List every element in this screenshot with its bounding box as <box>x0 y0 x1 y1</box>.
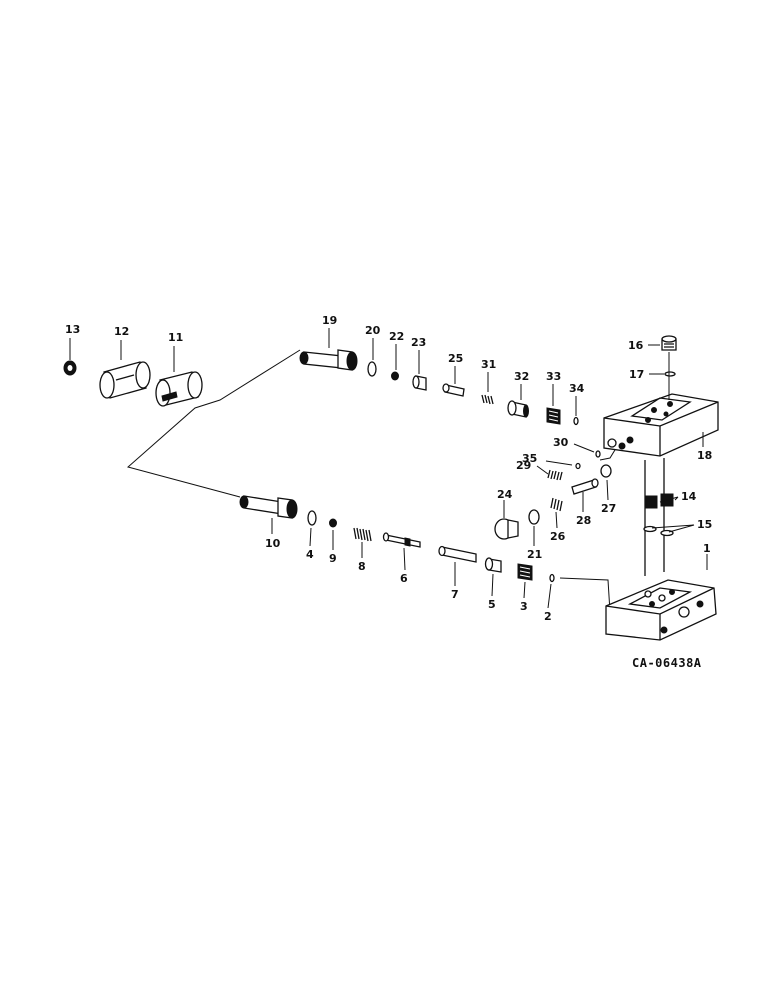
label-part-33: 33 <box>546 370 561 383</box>
part-1-valve-block <box>605 579 717 641</box>
part-26-spring <box>550 497 563 512</box>
part-34-o-ring <box>573 416 579 426</box>
label-part-11: 11 <box>168 331 183 344</box>
part-30-o-ring <box>595 450 601 458</box>
label-part-15: 15 <box>697 518 712 531</box>
label-part-32: 32 <box>514 370 529 383</box>
label-part-6: 6 <box>400 572 408 585</box>
label-part-2: 2 <box>544 610 552 623</box>
part-21-o-ring <box>528 509 540 525</box>
part-17-o-ring <box>664 371 676 377</box>
label-part-10: 10 <box>265 537 281 550</box>
label-part-3: 3 <box>520 600 528 613</box>
label-part-8: 8 <box>358 560 366 573</box>
part-24-plug <box>494 518 519 540</box>
part-5-plug <box>484 557 502 573</box>
label-part-7: 7 <box>451 588 459 601</box>
label-part-24: 24 <box>497 488 513 501</box>
part-32-plug <box>507 400 529 418</box>
part-35-ball <box>575 462 581 470</box>
label-part-28: 28 <box>576 514 591 527</box>
part-28-plunger <box>571 478 599 495</box>
leader-lines <box>69 328 708 609</box>
part-11-bushing <box>155 371 203 407</box>
assembly-centerline <box>126 349 301 498</box>
label-part-34: 34 <box>569 382 585 395</box>
part-23-sleeve <box>412 375 427 391</box>
part-33-screw <box>546 407 561 425</box>
part-12-sleeve <box>99 361 151 399</box>
part-16-plug <box>661 335 677 351</box>
label-part-22: 22 <box>389 330 404 343</box>
part-19-fitting <box>299 349 358 371</box>
part-8-spring <box>353 527 372 542</box>
part-18-valve-block <box>603 393 719 457</box>
label-part-19: 19 <box>322 314 337 327</box>
label-part-5: 5 <box>488 598 496 611</box>
label-part-18: 18 <box>697 449 712 462</box>
part-25-plunger <box>442 383 465 397</box>
label-part-26: 26 <box>550 530 566 543</box>
part-29-spring <box>547 469 563 481</box>
label-part-1: 1 <box>703 542 711 555</box>
part-31-spring <box>481 394 494 405</box>
drawing-code: CA-06438A <box>632 656 702 670</box>
label-part-25: 25 <box>448 352 463 365</box>
label-part-31: 31 <box>481 358 496 371</box>
label-part-4: 4 <box>306 548 314 561</box>
part-20-o-ring <box>367 361 377 377</box>
label-part-20: 20 <box>365 324 381 337</box>
assembly-centerline-lower <box>559 577 611 613</box>
part-7-spool <box>438 545 477 563</box>
part-6-spool <box>382 532 421 548</box>
label-part-13: 13 <box>65 323 80 336</box>
label-part-17: 17 <box>629 368 644 381</box>
part-14-dowels <box>644 458 674 576</box>
label-part-27: 27 <box>601 502 616 515</box>
part-22-ball <box>391 371 399 381</box>
label-part-16: 16 <box>628 339 644 352</box>
label-part-9: 9 <box>329 552 337 565</box>
label-part-12: 12 <box>114 325 129 338</box>
part-27-o-ring <box>600 464 612 478</box>
label-part-29: 29 <box>516 459 531 472</box>
label-part-30: 30 <box>553 436 569 449</box>
part-13-nut <box>63 360 77 376</box>
part-4-o-ring <box>307 510 317 526</box>
part-9-ball <box>329 518 337 528</box>
label-part-14: 14 <box>681 490 697 503</box>
label-part-21: 21 <box>527 548 542 561</box>
label-part-35: 35 <box>522 452 537 465</box>
part-10-fitting <box>239 495 298 519</box>
part-3-screw <box>517 563 533 581</box>
part-2-o-ring <box>549 573 555 583</box>
label-part-23: 23 <box>411 336 426 349</box>
